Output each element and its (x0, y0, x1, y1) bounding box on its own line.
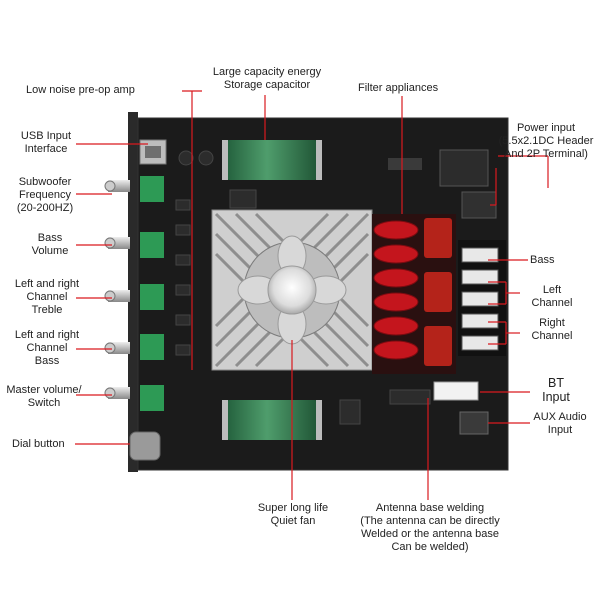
label-right-channel-line1: Right (539, 317, 565, 329)
front-panel (128, 112, 138, 472)
label-channel-bass: Left and right Channel Bass (8, 329, 86, 368)
bt-module (433, 381, 479, 401)
label-filter: Filter appliances (358, 82, 439, 94)
label-antenna-line4: Can be welded) (391, 541, 469, 553)
label-right-channel: Right Channel (522, 317, 582, 343)
label-left-channel: Left Channel (522, 284, 582, 310)
label-left-channel-line2: Channel (531, 297, 573, 309)
label-usb: USB Input Interface (14, 130, 78, 156)
label-subwoofer-line2: Frequency (19, 189, 71, 201)
capacitor-bottom (222, 400, 322, 440)
potentiometers (140, 176, 164, 411)
label-antenna-line1: Antenna base welding (375, 502, 485, 514)
label-power: Power input (5.5x2.1DC Header And 2P Ter… (496, 122, 596, 161)
label-channel-bass-line1: Left and right (14, 329, 80, 341)
dial-button-body (129, 431, 161, 461)
label-left-channel-line1: Left (542, 284, 562, 296)
label-antenna-line2: (The antenna can be directly (360, 515, 500, 527)
label-low-noise-opamp: Low noise pre-op amp (26, 84, 135, 96)
label-usb-line1: USB Input (20, 130, 72, 142)
label-antenna-line3: Welded or the antenna base (360, 528, 499, 540)
label-master-volume-line2: Switch (27, 397, 61, 409)
label-bass-volume-line2: Volume (31, 245, 69, 257)
aux-jack (459, 411, 489, 435)
label-power-line2: (5.5x2.1DC Header (498, 135, 594, 147)
label-treble-line3: Treble (31, 304, 63, 316)
label-usb-line2: Interface (24, 143, 68, 155)
label-treble: Left and right Channel Treble (8, 278, 86, 317)
label-capacitor-line2: Storage capacitor (223, 79, 311, 91)
label-aux-input-line2: Input (547, 424, 573, 436)
label-bass-volume: Bass Volume (20, 232, 80, 258)
label-treble-line2: Channel (26, 291, 68, 303)
label-subwoofer-line1: Subwoofer (18, 176, 72, 188)
label-power-line1: Power input (516, 122, 576, 134)
label-right-channel-line2: Channel (531, 330, 573, 342)
label-bt-input-line1: BT (548, 376, 564, 390)
label-subwoofer: Subwoofer Frequency (20-200HZ) (10, 176, 80, 215)
label-master-volume: Master volume/ Switch (4, 384, 84, 410)
label-aux-input-line1: AUX Audio (533, 411, 587, 423)
label-aux-input: AUX Audio Input (528, 411, 592, 437)
label-subwoofer-line3: (20-200HZ) (16, 202, 74, 214)
label-fan-line2: Quiet fan (270, 515, 316, 527)
label-bass-output: Bass (530, 254, 555, 266)
capacitor-top (222, 140, 322, 180)
knobs (104, 180, 130, 399)
label-bass-volume-line1: Bass (37, 232, 63, 244)
leader-lines (75, 90, 549, 500)
label-bt-input-line2: Input (542, 390, 570, 404)
filter-section (372, 214, 456, 374)
label-master-volume-line1: Master volume/ (6, 384, 82, 396)
label-capacitor-line1: Large capacity energy (212, 66, 322, 78)
label-bt-input: BT Input (532, 376, 580, 404)
dc-jack (439, 149, 489, 187)
label-treble-line1: Left and right (14, 278, 80, 290)
fan-hub (267, 265, 317, 315)
label-fan: Super long life Quiet fan (248, 502, 338, 528)
label-channel-bass-line2: Channel (26, 342, 68, 354)
label-capacitor: Large capacity energy Storage capacitor (200, 66, 334, 92)
label-channel-bass-line3: Bass (34, 355, 60, 367)
label-dial-button: Dial button (12, 438, 65, 450)
label-fan-line1: Super long life (257, 502, 329, 514)
label-antenna: Antenna base welding (The antenna can be… (352, 502, 508, 554)
label-power-line3: And 2P Terminal) (504, 148, 588, 160)
speaker-terminals (458, 240, 506, 356)
